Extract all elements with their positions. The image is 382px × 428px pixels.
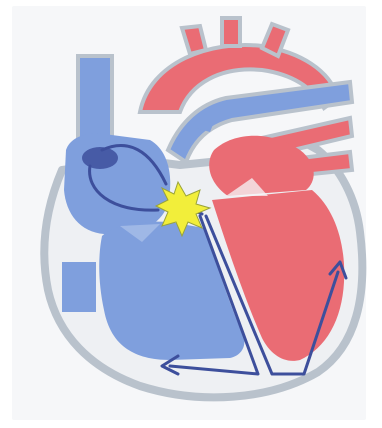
aorta-branch-2 bbox=[222, 18, 240, 46]
aorta-branch-1 bbox=[182, 26, 206, 54]
node-oval-icon bbox=[82, 147, 118, 169]
inferior-vena-cava bbox=[62, 262, 96, 312]
right-atrium bbox=[64, 134, 170, 235]
